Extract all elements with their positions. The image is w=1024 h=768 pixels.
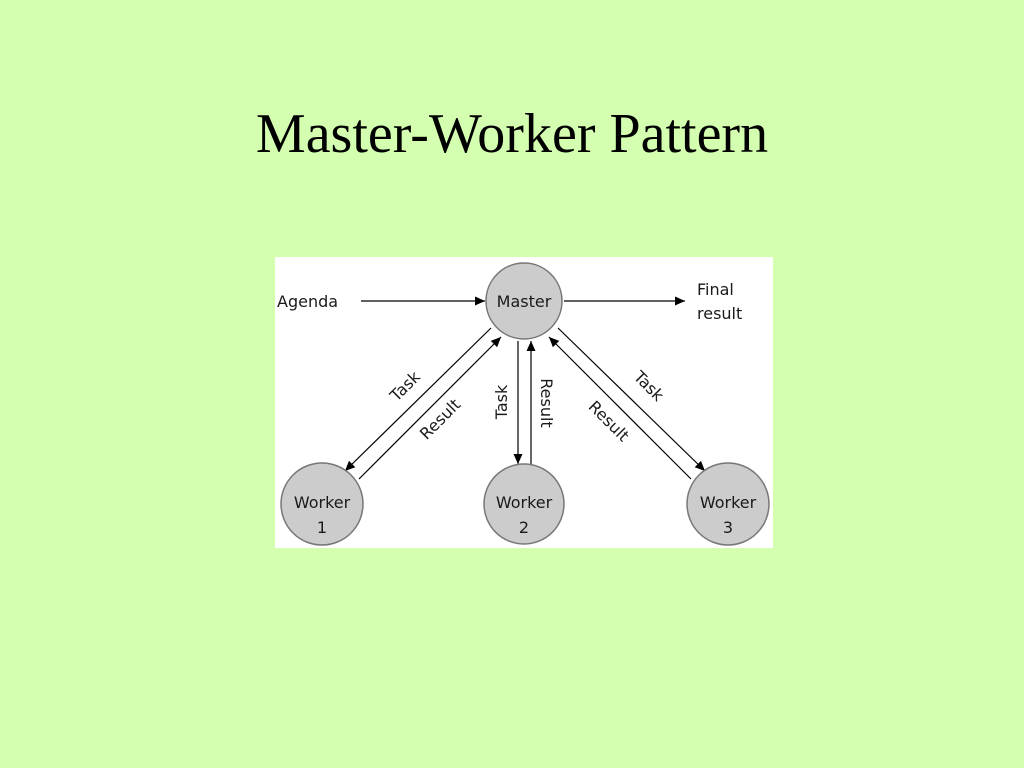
worker-3-label: Worker <box>700 493 757 512</box>
task-label-worker-3: Task <box>629 366 668 405</box>
worker-2-label: Worker <box>496 493 553 512</box>
final-result-label-line2: result <box>697 304 742 323</box>
result-label-worker-2: Result <box>537 378 556 427</box>
result-arrow-worker-1 <box>358 336 502 480</box>
worker-3-number: 3 <box>723 518 733 537</box>
result-label-worker-1: Result <box>416 395 464 443</box>
result-label-worker-3: Result <box>585 397 633 445</box>
result-arrow-worker-3 <box>548 336 692 480</box>
task-arrow-worker-3 <box>557 327 706 472</box>
agenda-label: Agenda <box>277 292 338 311</box>
final-result-label-line1: Final <box>697 280 734 299</box>
worker-1-label: Worker <box>294 493 351 512</box>
task-label-worker-2: Task <box>492 384 511 420</box>
worker-2-number: 2 <box>519 518 529 537</box>
task-arrow-worker-1 <box>344 327 492 472</box>
worker-1-number: 1 <box>317 518 327 537</box>
master-node: Master <box>485 262 563 340</box>
slide-title: Master-Worker Pattern <box>255 103 769 165</box>
master-worker-diagram: Master Worker 1 Worker 2 Worker 3 Agenda… <box>275 257 773 548</box>
master-label: Master <box>497 292 552 311</box>
worker-3-node: Worker 3 <box>686 462 770 546</box>
worker-2-node: Worker 2 <box>483 463 565 545</box>
task-label-worker-1: Task <box>385 367 424 406</box>
worker-1-node: Worker 1 <box>280 462 364 546</box>
